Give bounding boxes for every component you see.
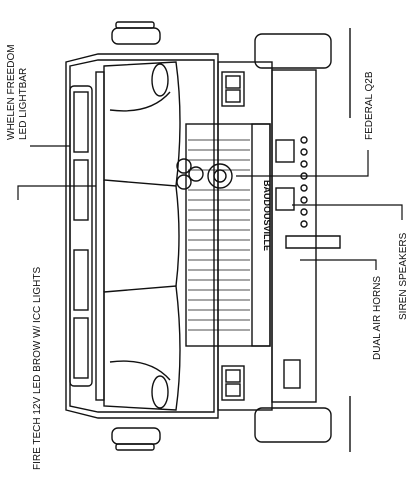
lightbar-module-1 [73,91,89,153]
mirror-top [115,21,155,29]
label-air-horns: DUAL AIR HORNS [372,276,383,360]
led-brow-strip [95,71,105,401]
callout-siren-speakers [292,204,403,220]
headlight-top-lamp-2 [225,89,241,103]
tire-bottom-right [254,407,332,443]
lightbar-module-2 [73,159,89,221]
cab-inner-outline [69,59,215,413]
headlight-bottom-lamp-2 [225,383,241,397]
headlight-top [221,71,245,107]
mirror-arm-upper [151,63,169,97]
brow-light-2 [176,174,192,190]
lightbar-housing [69,85,93,387]
label-lightbar-line2: LED LIGHTBAR [18,68,29,140]
federal-q2b-siren [207,163,233,189]
tire-top-left [111,27,161,45]
headlight-top-lamp-1 [225,75,241,89]
lightbar-module-4 [73,317,89,379]
callout-air-horns [300,259,377,270]
label-led-brow: FIRE TECH 12V LED BROW W/ ICC LIGHTS [32,266,43,470]
headlight-bottom [221,365,245,401]
windshield-edge [175,185,180,287]
cab-body [65,53,219,419]
windshield-lower [103,285,181,411]
siren-speaker-top [275,139,295,163]
federal-q2b-siren-center [213,169,227,183]
wiper-upper [109,91,171,112]
bumper-holes [300,136,308,228]
wiper-lower [109,360,171,381]
siren-speaker-bottom [275,187,295,211]
mirror-bottom [115,443,155,451]
dual-air-horn [283,359,301,389]
headlight-bottom-lamp-1 [225,369,241,383]
label-siren-speakers: SIREN SPEAKERS [398,232,409,320]
brow-light-3 [188,166,204,182]
tire-bottom-left [111,427,161,445]
callout-federal [236,150,369,177]
label-federal: FEDERAL Q2B [364,71,375,140]
grille [185,123,271,347]
air-horn-bracket [285,235,341,249]
grille-nameplate [251,123,271,347]
label-lightbar-line1: WHELEN FREEDOM [6,44,17,140]
windshield-upper [103,61,181,187]
tire-top-right [254,33,332,69]
grille-slats [188,139,250,331]
mirror-arm-lower [151,375,169,409]
grille-nameplate-text: BAUDOUSVILLE [262,180,272,251]
callout-led-brow [17,185,36,200]
lightbar-module-3 [73,249,89,311]
brow-light-1 [176,158,192,174]
